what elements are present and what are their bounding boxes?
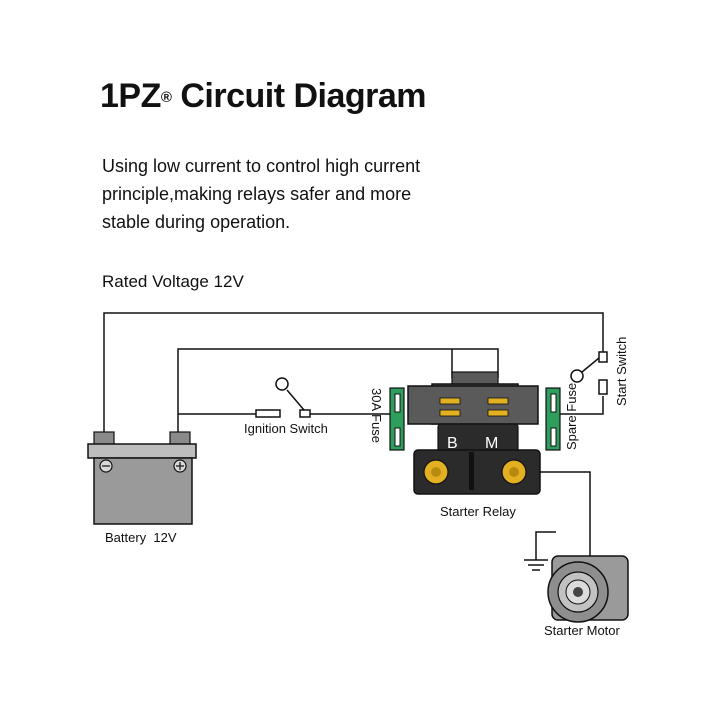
ground-icon xyxy=(524,559,548,571)
start-switch xyxy=(570,351,608,395)
starter-motor xyxy=(547,555,629,623)
spare-fuse xyxy=(545,387,561,451)
battery-label: Battery 12V xyxy=(105,530,177,545)
battery xyxy=(87,431,197,525)
relay-terminal-m-icon xyxy=(501,459,527,485)
wire-battery-to-relay-top xyxy=(177,348,499,432)
terminal-b-label: B xyxy=(447,435,458,452)
battery-positive-icon xyxy=(173,459,187,473)
spare-fuse-label: Spare Fuse xyxy=(564,383,579,450)
wire-battery-to-start-switch xyxy=(103,312,604,432)
relay-terminal-b-icon xyxy=(423,459,449,485)
page-title: 1PZ® Circuit Diagram xyxy=(100,76,427,116)
fuse-30a-label: 30A Fuse xyxy=(369,388,384,443)
ignition-switch-label: Ignition Switch xyxy=(244,421,328,436)
starter-relay: B M xyxy=(407,371,541,495)
registered-mark: ® xyxy=(160,89,172,106)
starter-motor-label: Starter Motor xyxy=(544,623,621,638)
battery-negative-icon xyxy=(99,459,113,473)
rated-voltage: Rated Voltage 12V xyxy=(102,272,244,291)
brand-name: 1PZ xyxy=(100,77,161,115)
description: Using low current to control high curren… xyxy=(102,156,421,232)
start-switch-label: Start Switch xyxy=(614,337,629,406)
title-text: Circuit Diagram xyxy=(171,77,427,115)
wire-start-switch-to-spare-fuse xyxy=(560,396,604,415)
wire-ground xyxy=(535,531,556,560)
starter-relay-label: Starter Relay xyxy=(440,504,516,519)
fuse-30a xyxy=(389,387,405,451)
wires xyxy=(103,312,604,560)
terminal-m-label: M xyxy=(485,435,498,452)
ignition-switch xyxy=(255,377,311,418)
